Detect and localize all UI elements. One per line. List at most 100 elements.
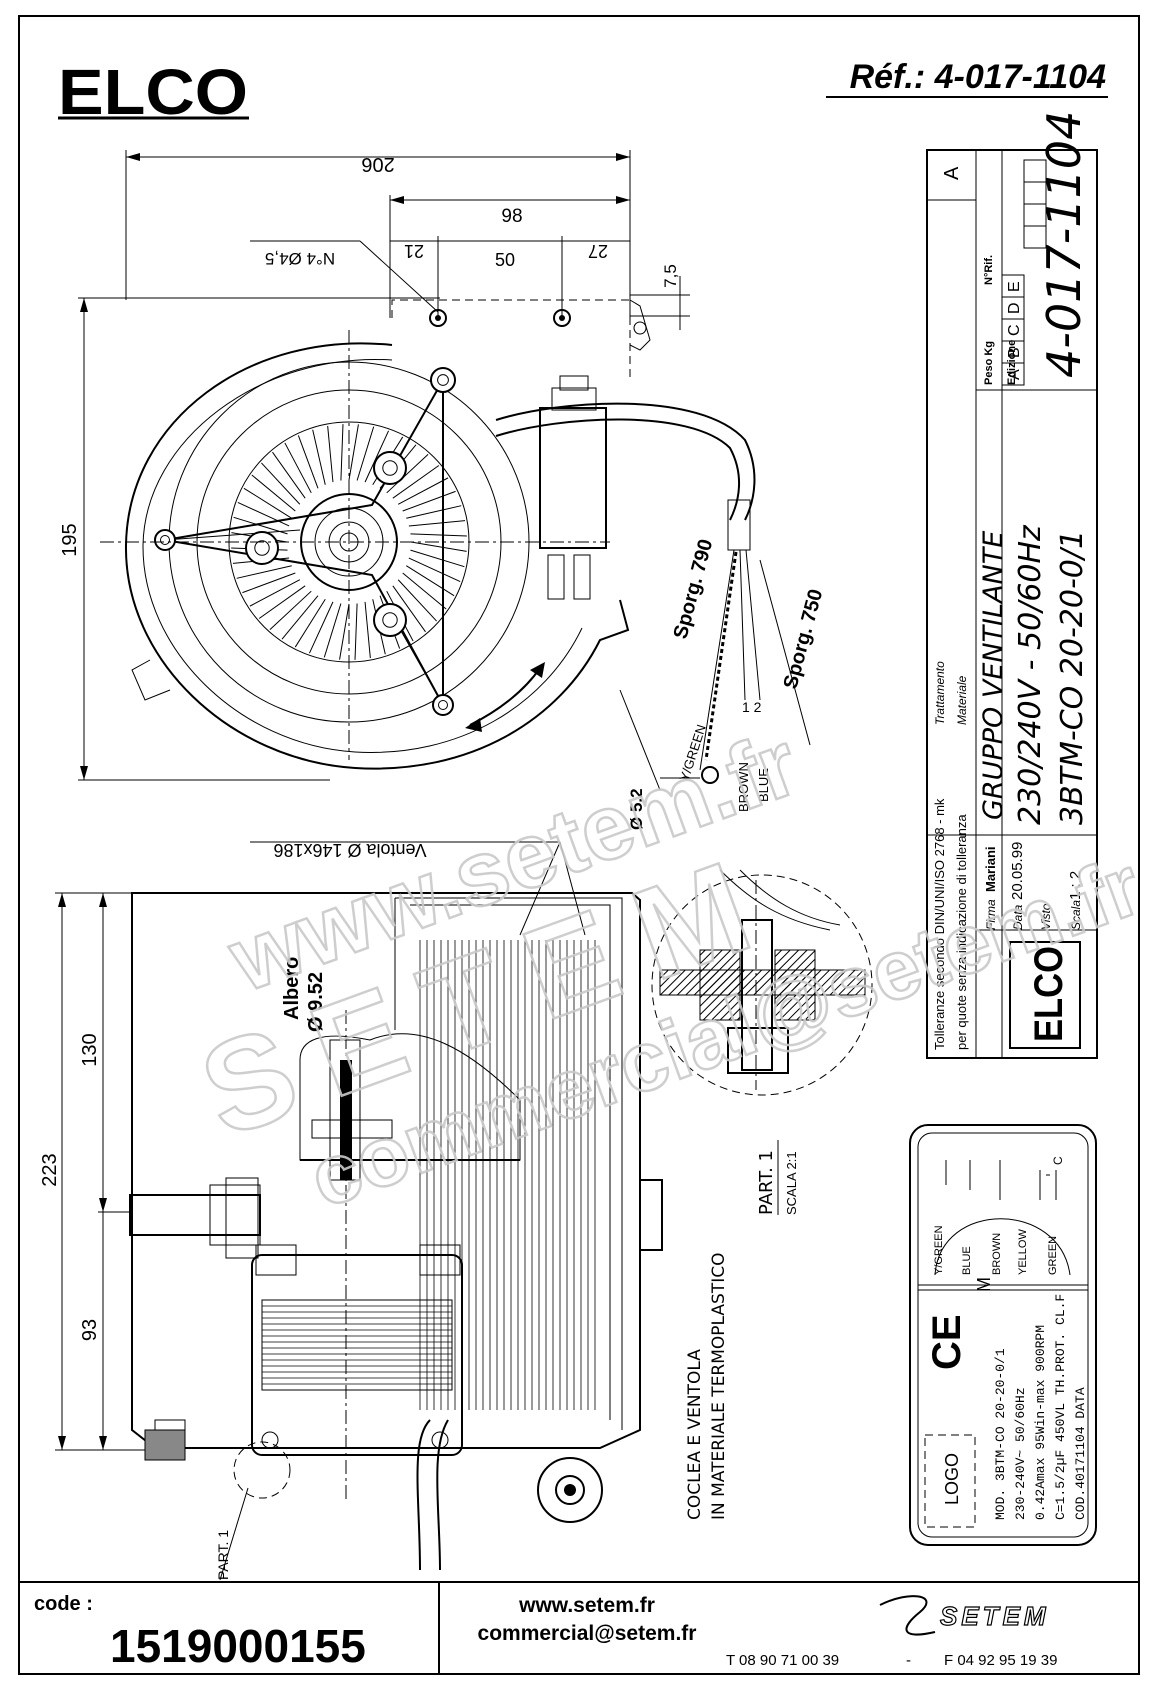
sheet-border bbox=[18, 15, 1140, 1675]
lp-wire-green: GREEN bbox=[1047, 1236, 1059, 1275]
dim-21: 21 bbox=[404, 241, 424, 261]
lp-line-5: COD.40171104 DATA bbox=[1073, 1387, 1088, 1520]
lp-line-2: 230-240V~ 50/60Hz bbox=[1013, 1387, 1028, 1520]
tb-nrif: N°Rif. bbox=[983, 255, 995, 285]
tb-materiale: Materiale bbox=[955, 675, 969, 725]
part1-detail-label: PART. 1 bbox=[756, 1150, 777, 1215]
tb-elco-logo: ELCO bbox=[1027, 946, 1071, 1042]
fan-fin bbox=[354, 603, 358, 660]
fan-fin bbox=[272, 451, 306, 499]
ce-mark: CE bbox=[925, 1314, 969, 1370]
wire-brown: BROWN bbox=[736, 762, 751, 812]
tb-data-value: 20.05.99 bbox=[1009, 842, 1026, 900]
screw-head bbox=[438, 700, 448, 710]
screw bbox=[245, 531, 279, 565]
holes-callout: N°4 Ø4,5 bbox=[265, 249, 335, 268]
fan-fin bbox=[392, 585, 426, 633]
tb-tolleranze1: Tolleranze secondo DIN/UNI/ISO 2768 - mk bbox=[932, 798, 947, 1050]
edition-box bbox=[1001, 274, 1025, 298]
screw bbox=[430, 367, 456, 393]
tb-visto-label: Visto bbox=[1039, 903, 1053, 930]
lp-line-1: MOD. 3BTM-CO 20-20-0/1 bbox=[993, 1348, 1008, 1520]
screw-head bbox=[160, 535, 170, 545]
fan-fin bbox=[236, 565, 292, 579]
ring-dia: Ø 5.2 bbox=[627, 788, 646, 830]
lp-cap: C bbox=[1051, 1156, 1065, 1165]
screw-head bbox=[382, 460, 398, 476]
part1-scale: SCALA 2:1 bbox=[784, 1151, 799, 1215]
fan-fin bbox=[348, 424, 359, 481]
coclea-line1: COCLEA E VENTOLA bbox=[685, 1349, 705, 1520]
fan-fin bbox=[297, 435, 319, 489]
screw bbox=[373, 603, 407, 637]
fan-fin bbox=[237, 501, 290, 527]
sporg-750: Sporg. 750 bbox=[780, 587, 828, 691]
ventola-size: Ventola Ø 146x186 bbox=[273, 840, 426, 860]
tb-gruppo: GRUPPO VENTILANTE bbox=[978, 531, 1009, 820]
setem-brand: SETEM bbox=[940, 1601, 1050, 1631]
dim-206: 206 bbox=[361, 153, 394, 175]
footer-sep: - bbox=[906, 1652, 911, 1669]
fan-fin bbox=[242, 572, 296, 594]
fan-fin bbox=[408, 557, 461, 583]
dim-93: 93 bbox=[79, 1319, 101, 1341]
dim-195: 195 bbox=[59, 523, 81, 556]
lp-wire-yellow: YELLOW bbox=[1017, 1229, 1029, 1275]
fan-fin bbox=[249, 579, 301, 607]
fan-fin bbox=[406, 565, 455, 597]
tb-peso: Peso Kg bbox=[983, 341, 995, 385]
fan-fin bbox=[392, 465, 440, 499]
code-value: 1519000155 bbox=[110, 1620, 366, 1672]
tb-voltage: 230/240V - 50/60Hz bbox=[1013, 524, 1048, 825]
setem-swoosh-icon bbox=[879, 1595, 936, 1636]
fan-fin bbox=[406, 505, 462, 519]
screw-head bbox=[382, 612, 398, 628]
fan-fin bbox=[402, 572, 447, 610]
fan-fin bbox=[284, 442, 312, 494]
front-view: 206 98 21 50 27 N°4 Ø4,5 7,5 195 bbox=[59, 150, 827, 830]
wire-blue: BLUE bbox=[756, 768, 771, 802]
fan-fin bbox=[294, 599, 326, 648]
fan-fin bbox=[397, 477, 449, 505]
edition-letter: C bbox=[1006, 324, 1023, 336]
fan-fin bbox=[402, 490, 456, 512]
footer-email: commercial@setem.fr bbox=[478, 1622, 697, 1645]
lp-wire-blue: BLUE bbox=[961, 1246, 973, 1275]
fan-fin bbox=[308, 601, 334, 654]
fan-fin bbox=[339, 603, 350, 660]
lp-wire-brown: BROWN bbox=[991, 1233, 1003, 1275]
albero-dia: Ø 9.52 bbox=[305, 972, 327, 1032]
lp-motor: M bbox=[974, 1277, 994, 1292]
footer-tel: T 08 90 71 00 39 bbox=[726, 1652, 839, 1669]
footer-website: www.setem.fr bbox=[518, 1594, 655, 1617]
fan-fin bbox=[281, 595, 319, 640]
fan-fin bbox=[397, 579, 437, 622]
lp-line-3: 0.42Amax 95Win-max 900RPM bbox=[1033, 1325, 1048, 1520]
fan-fin bbox=[251, 474, 296, 512]
dim-223: 223 bbox=[39, 1153, 61, 1186]
fan-fin bbox=[340, 424, 344, 481]
footer-fax: F 04 92 95 19 39 bbox=[944, 1652, 1057, 1669]
fan-fin bbox=[356, 426, 375, 481]
fan-fin bbox=[327, 425, 334, 483]
dim-98: 98 bbox=[501, 206, 522, 227]
tb-scala-label: Scala bbox=[1069, 900, 1083, 930]
edition-letter: B bbox=[1006, 347, 1023, 358]
fan-fin bbox=[364, 430, 390, 483]
lp-wire-ygreen: Y/GREEN bbox=[933, 1225, 945, 1275]
sporg-790: Sporg. 790 bbox=[670, 537, 718, 641]
side-view: Ventola Ø 146x186 223 130 93 Albero bbox=[39, 840, 729, 1581]
edition-letter: D bbox=[1006, 302, 1023, 314]
fan-fin bbox=[408, 520, 466, 527]
part1-detail: PART. 1 SCALA 2:1 bbox=[651, 869, 873, 1215]
tb-revision: A bbox=[941, 166, 963, 180]
screws bbox=[154, 367, 456, 716]
tb-data-label: Data bbox=[1011, 904, 1025, 930]
albero-label: Albero bbox=[281, 957, 303, 1020]
tb-model: 3BTM-CO 20-20-0/1 bbox=[1055, 530, 1090, 825]
part1-label: PART. 1 bbox=[215, 1530, 231, 1580]
fan-fin bbox=[243, 487, 292, 519]
